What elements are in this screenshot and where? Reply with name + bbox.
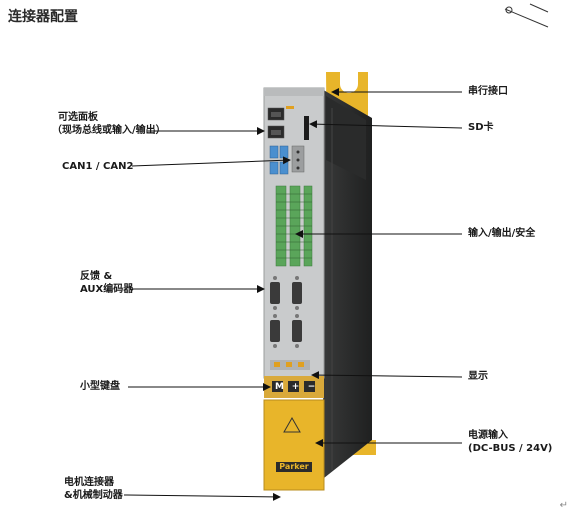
- corner-decoration: [504, 3, 549, 28]
- power-cover: [263, 399, 325, 491]
- keypad-plus-key: +: [291, 382, 300, 392]
- can-connectors: [269, 145, 305, 175]
- label-sd: SD卡: [468, 122, 494, 133]
- sd-slot: [304, 116, 309, 140]
- label-motor-line2: &机械制动器: [64, 490, 123, 501]
- io-terminals: [275, 185, 313, 267]
- keypad-m-key: M: [275, 382, 284, 392]
- label-display: 显示: [468, 371, 488, 382]
- display-leds: [270, 360, 310, 370]
- label-optional-panel-line2: （现场总线或输入/输出）: [52, 125, 166, 136]
- keypad-minus-key: −: [307, 382, 316, 392]
- label-feedback-line2: AUX编码器: [80, 284, 134, 295]
- label-keypad: 小型键盘: [80, 381, 120, 392]
- device-side-body: [320, 88, 372, 478]
- label-power-line1: 电源输入: [468, 430, 508, 441]
- leader-lines-right: [295, 88, 463, 447]
- brand-logo: Parker: [279, 462, 309, 471]
- page-title: 连接器配置: [8, 9, 78, 25]
- label-power-line2: (DC-BUS / 24V): [468, 443, 553, 454]
- rj45-ports: [267, 106, 294, 139]
- corner-return-mark: ↵: [559, 500, 568, 511]
- label-io: 输入/输出/安全: [468, 228, 536, 239]
- label-serial: 串行接口: [468, 86, 508, 97]
- leader-lines-left: [123, 127, 291, 501]
- label-feedback-line1: 反馈 &: [80, 271, 113, 282]
- feedback-connectors: [270, 276, 302, 348]
- label-can: CAN1 / CAN2: [62, 161, 134, 172]
- label-optional-panel-line1: 可选面板: [58, 112, 98, 123]
- label-motor-line1: 电机连接器: [64, 477, 114, 488]
- keypad-strip: [264, 376, 324, 398]
